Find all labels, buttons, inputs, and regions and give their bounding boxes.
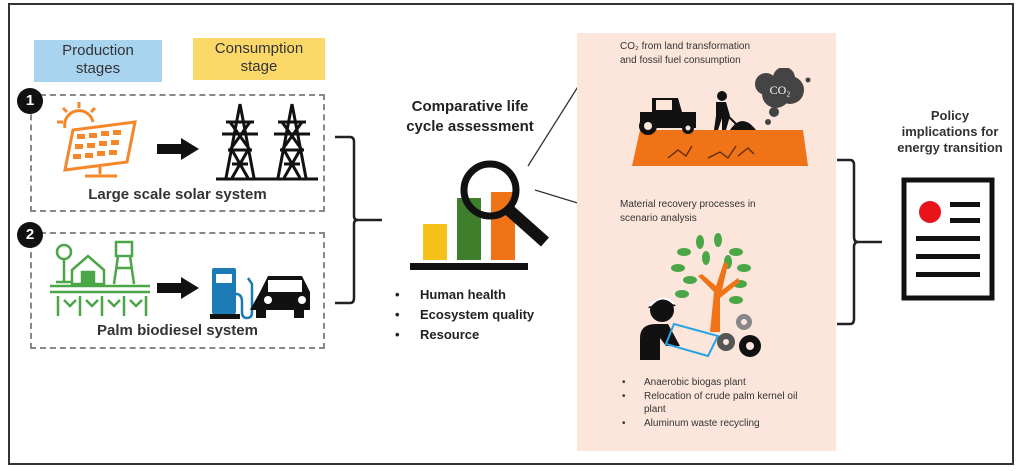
co2-cloud-label: CO₂ <box>770 83 791 97</box>
policy-title-line3: energy transition <box>897 140 1003 155</box>
recovery-description-line2: scenario analysis <box>620 213 697 224</box>
palm-biodiesel-box <box>30 232 325 349</box>
system-number-badge-2: 2 <box>17 222 43 248</box>
farm-icon <box>50 240 150 316</box>
arrow-right-icon <box>157 277 199 299</box>
left-brace-connector <box>335 135 382 305</box>
policy-document-icon <box>901 177 995 301</box>
recovery-description-line1: Material recovery processes in <box>620 199 756 210</box>
impact-category: Resource <box>395 325 534 345</box>
solar-panel-icon <box>57 102 137 178</box>
bar-yellow <box>423 224 447 260</box>
material-recovery-icon <box>640 233 761 360</box>
consumption-stage-label: Consumption stage <box>193 38 325 80</box>
impact-category: Human health <box>395 285 534 305</box>
policy-title: Policy implications for energy transitio… <box>888 108 1012 156</box>
policy-title-line2: implications for <box>901 124 999 139</box>
scenario-item: Relocation of crude palm kernel oil plan… <box>622 390 812 417</box>
scenario-item: Anaerobic biogas plant <box>622 376 812 390</box>
policy-title-line1: Policy <box>930 108 970 123</box>
recovery-description: Material recovery processes in scenario … <box>620 198 756 226</box>
fuel-pump-car-icon <box>210 268 310 320</box>
impact-categories-list: Human health Ecosystem quality Resource <box>395 285 534 345</box>
system-number-badge-1: 1 <box>17 88 43 114</box>
production-stages-label: Production stages <box>34 40 162 82</box>
system-name-2: Palm biodiesel system <box>97 322 258 339</box>
solar-system-box <box>30 94 325 212</box>
production-label-line1: Production <box>62 42 134 59</box>
consumption-label-line1: Consumption <box>214 40 304 57</box>
lca-title-line1: Comparative life <box>411 98 529 115</box>
system-name-1: Large scale solar system <box>88 186 267 203</box>
lca-title: Comparative life cycle assessment <box>385 97 555 137</box>
arrow-right-icon <box>157 138 199 160</box>
co2-description-line1: CO₂ from land transformation <box>620 41 751 52</box>
scenario-list: Anaerobic biogas plant Relocation of cru… <box>622 376 812 430</box>
lca-chart-magnifier-icon <box>410 160 549 270</box>
impact-category: Ecosystem quality <box>395 305 534 325</box>
right-brace-connector <box>837 158 882 326</box>
land-transformation-icon: CO₂ <box>632 68 811 166</box>
co2-description: CO₂ from land transformation and fossil … <box>620 40 750 68</box>
lca-title-line2: cycle assessment <box>406 118 534 135</box>
co2-description-line2: and fossil fuel consumption <box>620 55 741 66</box>
power-tower-icon <box>216 103 318 181</box>
consumption-label-line2: stage <box>240 58 278 75</box>
scenario-item: Aluminum waste recycling <box>622 417 812 431</box>
production-label-line2: stages <box>75 60 121 77</box>
